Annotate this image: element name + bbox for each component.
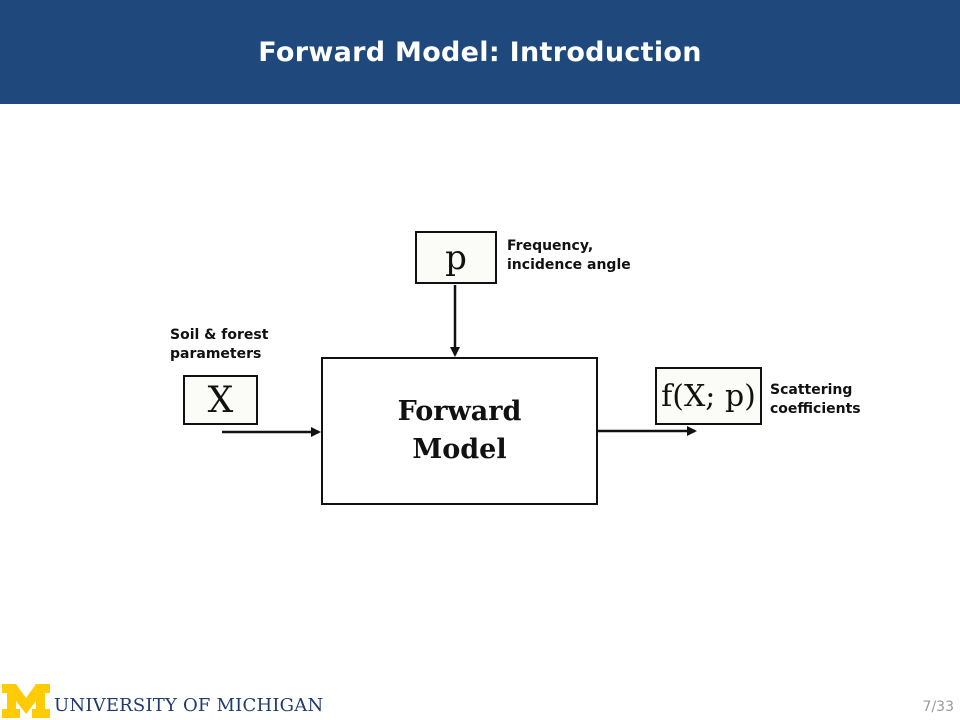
model-line1: Forward [397, 396, 522, 427]
input-label-line1: Soil & forest [170, 327, 269, 343]
forward-model-box: Forward Model [321, 357, 598, 505]
output-label: Scattering coefficients [770, 381, 861, 419]
input-label-line2: parameters [170, 346, 262, 362]
input-box: X [183, 375, 258, 425]
output-symbol: f(X; p) [661, 378, 756, 414]
input-symbol: X [207, 379, 234, 421]
param-box: p [415, 231, 497, 284]
block-m-icon [2, 684, 50, 718]
university-name: UNIVERSITY OF MICHIGAN [54, 695, 324, 716]
input-label: Soil & forest parameters [170, 326, 268, 364]
param-symbol: p [445, 237, 467, 278]
title-bar: Forward Model: Introduction [0, 0, 960, 104]
model-line2: Model [412, 434, 507, 465]
param-label: Frequency, incidence angle [507, 237, 631, 275]
output-box: f(X; p) [655, 367, 762, 425]
param-label-line1: Frequency, [507, 238, 594, 254]
slide-title: Forward Model: Introduction [258, 36, 702, 68]
page-number: 7/33 [922, 699, 954, 715]
university-logo: UNIVERSITY OF MICHIGAN [2, 684, 323, 718]
output-label-line1: Scattering [770, 382, 853, 398]
output-label-line2: coefficients [770, 401, 861, 417]
param-label-line2: incidence angle [507, 257, 631, 273]
